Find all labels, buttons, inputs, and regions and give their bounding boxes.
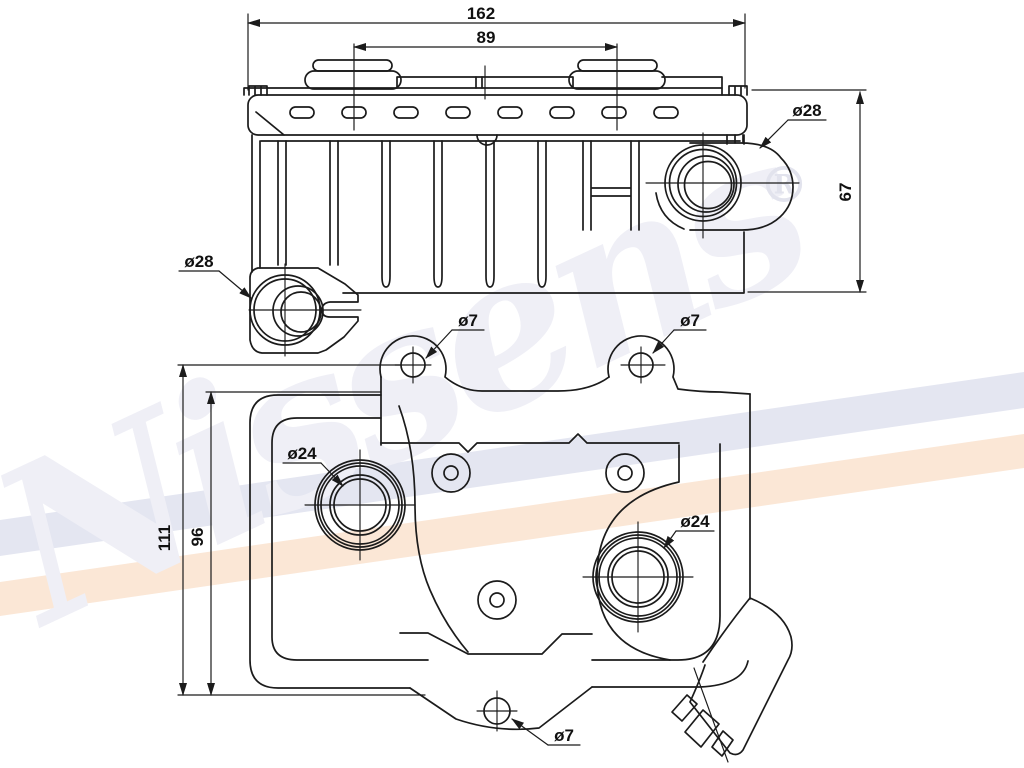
- watermark-stripe-peach: [0, 434, 1024, 616]
- dim-side-height-label: 67: [836, 183, 855, 202]
- dim-overall-height-label: 111: [155, 525, 174, 552]
- rivet-circles: [431, 453, 645, 620]
- dim-top-left-hole-label: ø7: [458, 311, 478, 330]
- dim-inner-height-label: 96: [188, 528, 207, 547]
- connector-plug: [671, 597, 793, 763]
- port-boss-right: [582, 521, 694, 633]
- port-boss-left: [304, 449, 416, 561]
- dim-left-boss-label: ø24: [287, 444, 317, 463]
- dimensions: 162 89 67 ø28 ø28 111 96 ø24 ø24: [155, 4, 867, 746]
- registered-trademark-symbol: ®: [759, 155, 809, 214]
- dim-overall-width-label: 162: [467, 4, 495, 23]
- dim-right-port-label: ø28: [792, 101, 821, 120]
- watermark-brand-text: Nissens: [0, 83, 842, 673]
- watermark-stripe-blue: [0, 372, 1024, 556]
- right-port: [645, 132, 800, 239]
- watermark: Nissens ®: [0, 83, 1024, 674]
- dim-right-boss-label: ø24: [680, 512, 710, 531]
- side-view: [247, 85, 800, 357]
- top-view: [243, 59, 723, 100]
- dim-bottom-hole-label: ø7: [554, 726, 574, 745]
- left-port: [248, 263, 362, 357]
- mounting-hole-bottom: [476, 690, 518, 732]
- dim-top-right-hole-label: ø7: [680, 311, 700, 330]
- dim-pad-spacing-label: 89: [477, 28, 496, 47]
- flange-slots: [289, 106, 679, 119]
- bottom-view: [249, 335, 793, 763]
- dim-left-port-label: ø28: [184, 252, 213, 271]
- mounting-hole-top-right: [620, 346, 666, 384]
